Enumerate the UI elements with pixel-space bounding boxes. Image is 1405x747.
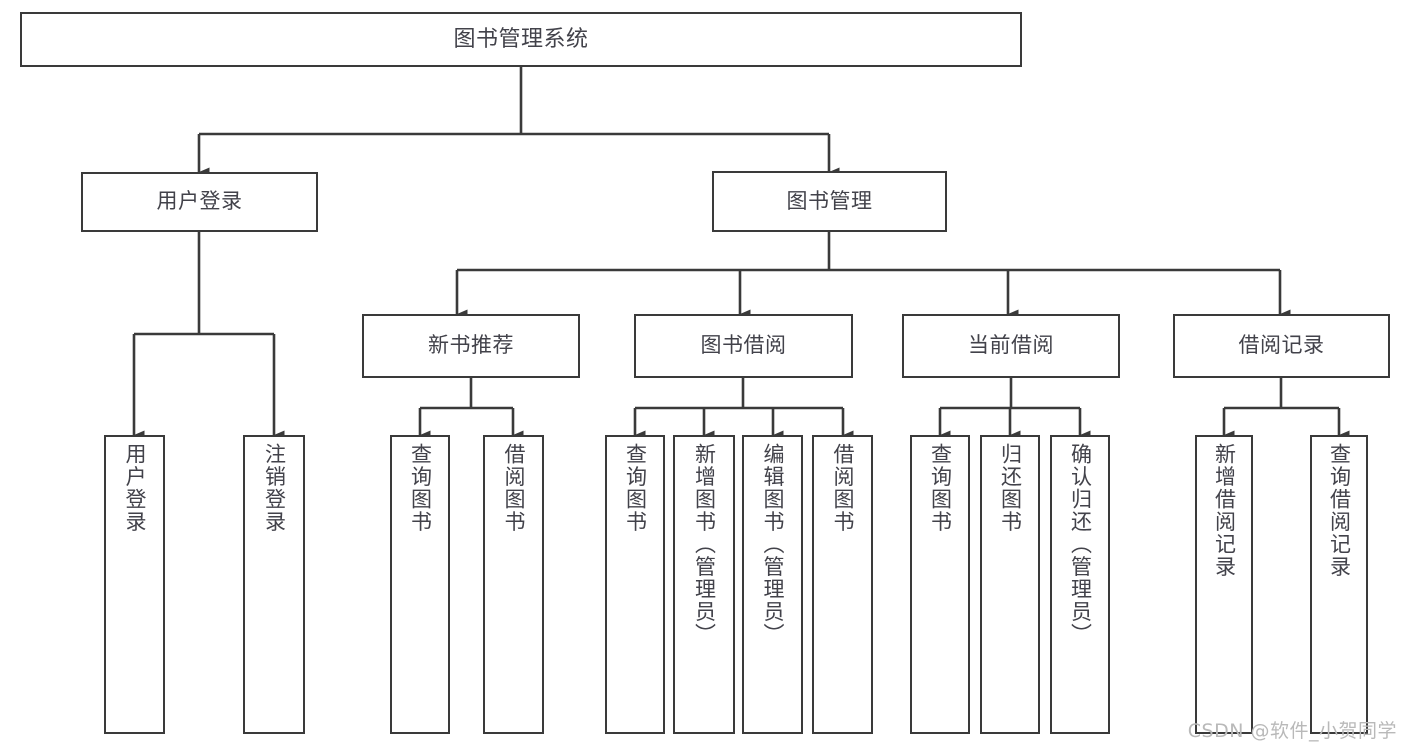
node-label: 图书管理: [786, 188, 873, 213]
node-label: 借阅图书: [502, 443, 526, 533]
node-label: 注销登录: [262, 443, 287, 533]
node-leaf-borrow-book-1[interactable]: 借阅图书: [483, 435, 544, 734]
node-leaf-return-book[interactable]: 归还图书: [980, 435, 1040, 734]
node-label: 查询图书: [623, 443, 648, 533]
node-leaf-borrow-book-2[interactable]: 借阅图书: [812, 435, 873, 734]
node-label: 查询图书: [408, 443, 433, 533]
node-new-book-recommend[interactable]: 新书推荐: [362, 314, 580, 378]
node-label: 新书推荐: [428, 333, 514, 358]
node-label: 图书借阅: [700, 333, 787, 358]
node-leaf-user-login[interactable]: 用户登录: [104, 435, 165, 734]
node-leaf-query-book-3[interactable]: 查询图书: [910, 435, 970, 734]
node-label: 查询借阅记录: [1327, 443, 1352, 578]
node-label: 用户登录: [123, 443, 147, 533]
node-book-borrow[interactable]: 图书借阅: [634, 314, 853, 378]
node-label: 借阅图书: [831, 443, 855, 533]
node-borrow-record[interactable]: 借阅记录: [1173, 314, 1390, 378]
node-current-borrow[interactable]: 当前借阅: [902, 314, 1120, 378]
node-leaf-query-book-1[interactable]: 查询图书: [390, 435, 450, 734]
node-label: 新增借阅记录: [1212, 443, 1237, 578]
node-label: 当前借阅: [968, 333, 1054, 358]
node-label: 编辑图书（管理员）: [761, 443, 785, 646]
watermark: CSDN @软件_小贺同学: [1187, 720, 1397, 742]
edge-paths: [132, 67, 1350, 440]
node-leaf-confirm-return[interactable]: 确认归还（管理员）: [1050, 435, 1110, 734]
node-label: 归还图书: [998, 443, 1023, 533]
node-label: 查询图书: [928, 443, 953, 533]
node-label: 借阅记录: [1238, 333, 1325, 358]
node-root-label: 图书管理系统: [453, 26, 589, 52]
node-leaf-edit-book[interactable]: 编辑图书（管理员）: [742, 435, 803, 734]
node-leaf-query-book-2[interactable]: 查询图书: [605, 435, 665, 734]
node-label: 用户登录: [156, 189, 243, 214]
node-label: 确认归还（管理员）: [1068, 443, 1093, 646]
node-label: 新增图书（管理员）: [692, 443, 717, 646]
node-leaf-logout[interactable]: 注销登录: [243, 435, 305, 734]
node-user-login[interactable]: 用户登录: [81, 172, 318, 232]
node-root[interactable]: 图书管理系统: [20, 12, 1022, 67]
node-book-manage[interactable]: 图书管理: [712, 171, 947, 232]
node-leaf-query-record[interactable]: 查询借阅记录: [1310, 435, 1368, 734]
node-leaf-add-book[interactable]: 新增图书（管理员）: [673, 435, 735, 734]
node-leaf-add-record[interactable]: 新增借阅记录: [1195, 435, 1253, 734]
